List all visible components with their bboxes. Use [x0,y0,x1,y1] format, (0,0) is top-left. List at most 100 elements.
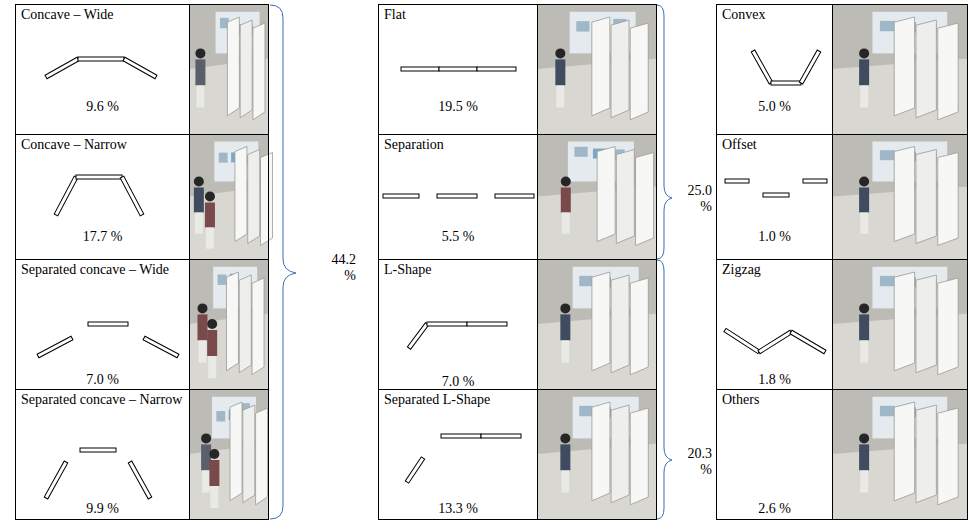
display-panel [630,278,648,375]
panel-symbol-outline [477,67,516,71]
panel-symbol [790,330,826,353]
display-panel [916,275,936,373]
layout-icon [16,390,191,520]
percentage: 2.6 % [717,501,832,517]
panel-symbol-outline [771,81,801,85]
layout-icon [379,260,539,390]
panel-symbol [763,193,789,197]
configuration-cell: Separated L-Shape13.3 % [378,389,538,520]
panel-symbol-outline [790,330,826,353]
photo-border [190,260,269,390]
person-legs [860,213,868,234]
photo [832,389,968,520]
photo [537,389,657,520]
panel-symbol-outline [763,193,789,197]
configuration-name: Offset [717,135,832,155]
person-body [561,188,571,213]
configuration-cell: Separated concave – Narrow9.9 % [15,389,190,520]
person-legs [196,85,204,107]
panel-symbol-outline [803,179,827,183]
display-panel [239,275,251,373]
panel-symbol [771,81,801,85]
photo-border [833,260,968,390]
panel-symbol [407,323,428,349]
panel-symbol-outline [37,336,73,358]
configuration-name: Separated L-Shape [379,390,537,410]
photo-wall [832,259,968,389]
photo-border [190,5,269,135]
panel-symbol [405,457,424,483]
configuration-name: Convex [717,5,832,25]
screen-content [579,406,592,416]
configuration-cell: L-Shape 7.0 % [378,259,538,390]
display-panel [894,17,914,116]
photo-border [538,390,657,520]
display-panel [611,275,629,373]
layout-icon [717,5,834,135]
panel-symbol-outline [495,194,534,198]
panel-symbol-outline [481,434,521,438]
photo [832,4,968,135]
person-head [207,319,217,329]
person-legs [561,470,569,492]
panel-symbol [128,461,151,499]
configuration-name: Concave – Narrow [16,135,189,155]
panel-symbol [495,194,534,198]
display-panel [252,278,264,375]
person-head [201,433,211,443]
configuration-name: Flat [379,5,537,25]
display-panel [916,405,936,503]
percentage: 9.9 % [16,501,189,517]
screen-content [218,275,227,285]
display-panel [248,150,260,244]
panel-symbol-outline [78,57,124,61]
display-panel [597,147,615,242]
panel-symbol-outline [405,457,424,483]
screen-content [216,411,225,421]
panel-symbol-outline [407,323,428,349]
display-panel [240,20,252,118]
configuration-name: Zigzag [717,260,832,280]
configuration-cell: Separated concave – Wide7.0 % [15,259,190,390]
display-panel [636,153,654,246]
photo-wall [832,134,968,259]
photo-wall [189,389,269,519]
person-legs [860,85,868,107]
configuration-name: L-Shape [379,260,537,280]
panel-symbol [439,67,477,71]
person-head [560,433,570,443]
display-panel [938,153,958,246]
layout-icon [16,260,191,390]
photo [189,4,269,135]
percentage: 17.7 % [16,229,189,245]
percentage: 7.0 % [379,374,537,390]
person-head [561,177,571,187]
group-percentage: 20.3 % [676,446,712,478]
photo [537,134,657,260]
person-body [205,203,215,228]
configuration-name: Concave – Wide [16,5,189,25]
person-body [207,330,217,356]
person-head [195,48,205,58]
panel-symbol [123,57,157,78]
display-panel [592,272,610,371]
configuration-cell: Separation5.5 % [378,134,538,260]
person-head [859,433,869,443]
panel-symbol-outline [383,194,419,198]
panel-symbol-outline [439,67,477,71]
panel-symbol [143,336,179,358]
person-head [859,177,869,187]
display-panel [256,408,268,505]
panel-symbol [383,194,419,198]
configuration-cell: Flat19.5 % [378,4,538,135]
panel-symbol [78,57,124,61]
panel-symbol [467,322,507,326]
person-legs [208,356,216,378]
display-panel [592,17,610,116]
screen-content [880,21,895,31]
screen-content [576,21,589,31]
person-body [209,460,219,486]
person-legs [562,213,570,234]
configuration-cell: Others2.6 % [716,389,833,520]
person-head [205,192,215,202]
